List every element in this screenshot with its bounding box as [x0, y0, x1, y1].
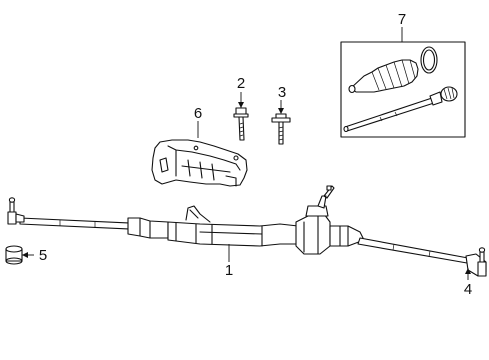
rack-boot [348, 59, 419, 94]
bolt-part-3 [271, 113, 291, 145]
callout-1: 1 [225, 262, 233, 279]
rack-and-pinion-housing [19, 185, 469, 264]
bolt-part-2 [233, 107, 249, 141]
callout-3: 3 [278, 84, 286, 101]
left-outer-tie-rod-end [7, 197, 25, 225]
callout-5: 5 [39, 247, 47, 264]
gear-cover-shield [151, 139, 248, 187]
inset-box-part-7 [340, 41, 466, 138]
inner-tie-rod [343, 86, 458, 133]
callout-4: 4 [464, 281, 472, 298]
callout-6: 6 [194, 105, 202, 122]
callout-2: 2 [237, 75, 245, 92]
dust-cap-part-5 [5, 245, 23, 265]
boot-clamp [420, 46, 438, 74]
callout-7: 7 [398, 11, 406, 28]
